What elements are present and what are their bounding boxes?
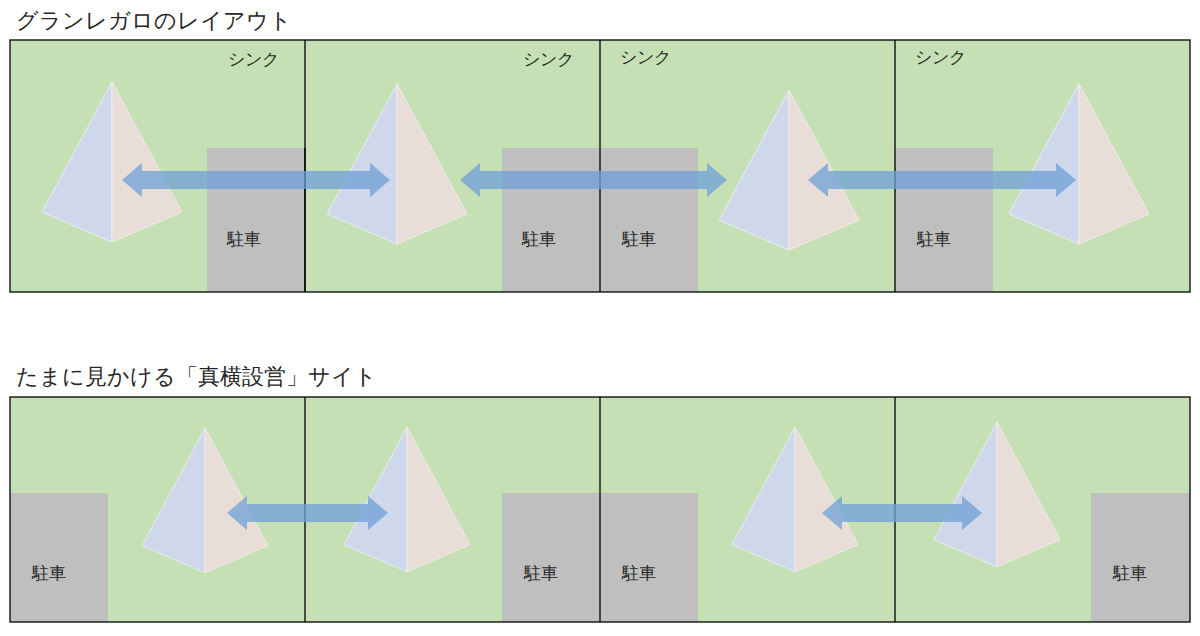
double-arrow (822, 496, 982, 530)
site-plot: シンク駐車 (10, 40, 305, 292)
parking-label: 駐車 (522, 228, 556, 251)
parking-label: 駐車 (524, 562, 558, 585)
parking-box: 駐車 (207, 148, 305, 292)
parking-box: 駐車 (502, 493, 600, 622)
parking-box: 駐車 (600, 493, 698, 622)
parking-label: 駐車 (622, 228, 656, 251)
parking-box: 駐車 (895, 148, 993, 292)
site-ground (10, 40, 1190, 292)
parking-label: 駐車 (622, 562, 656, 585)
double-arrow (122, 163, 390, 197)
parking-label: 駐車 (32, 562, 66, 585)
parking-label: 駐車 (1113, 562, 1147, 585)
sink-label: シンク (620, 46, 671, 69)
parking-area (207, 148, 305, 292)
parking-area (10, 493, 108, 622)
parking-area (1091, 493, 1190, 622)
parking-box: 駐車 (1091, 493, 1190, 622)
pyramid-tent (42, 82, 1149, 250)
parking-box: 駐車 (600, 148, 698, 292)
sink-label: シンク (915, 46, 966, 69)
section-heading: たまに見かける「真横設営」サイト (16, 362, 377, 392)
site-plot: シンク駐車 (600, 40, 895, 292)
distance-arrows (122, 163, 1076, 530)
site-borders (10, 40, 1190, 622)
section-heading: グランレガロのレイアウト (16, 6, 292, 36)
parking-box: 駐車 (502, 148, 600, 292)
parking-area (895, 148, 993, 292)
parking-box: 駐車 (10, 493, 108, 622)
sink-label: シンク (523, 48, 574, 71)
site-plot: シンク駐車 (895, 40, 1190, 292)
site-plot: シンク駐車 (305, 40, 600, 292)
double-arrow (460, 163, 727, 197)
parking-label: 駐車 (917, 228, 951, 251)
double-arrow (808, 163, 1076, 197)
sink-label: シンク (228, 48, 279, 71)
double-arrow (227, 496, 388, 530)
site-ground (10, 397, 1190, 622)
pyramid-tent (142, 422, 1060, 573)
parking-label: 駐車 (227, 228, 261, 251)
